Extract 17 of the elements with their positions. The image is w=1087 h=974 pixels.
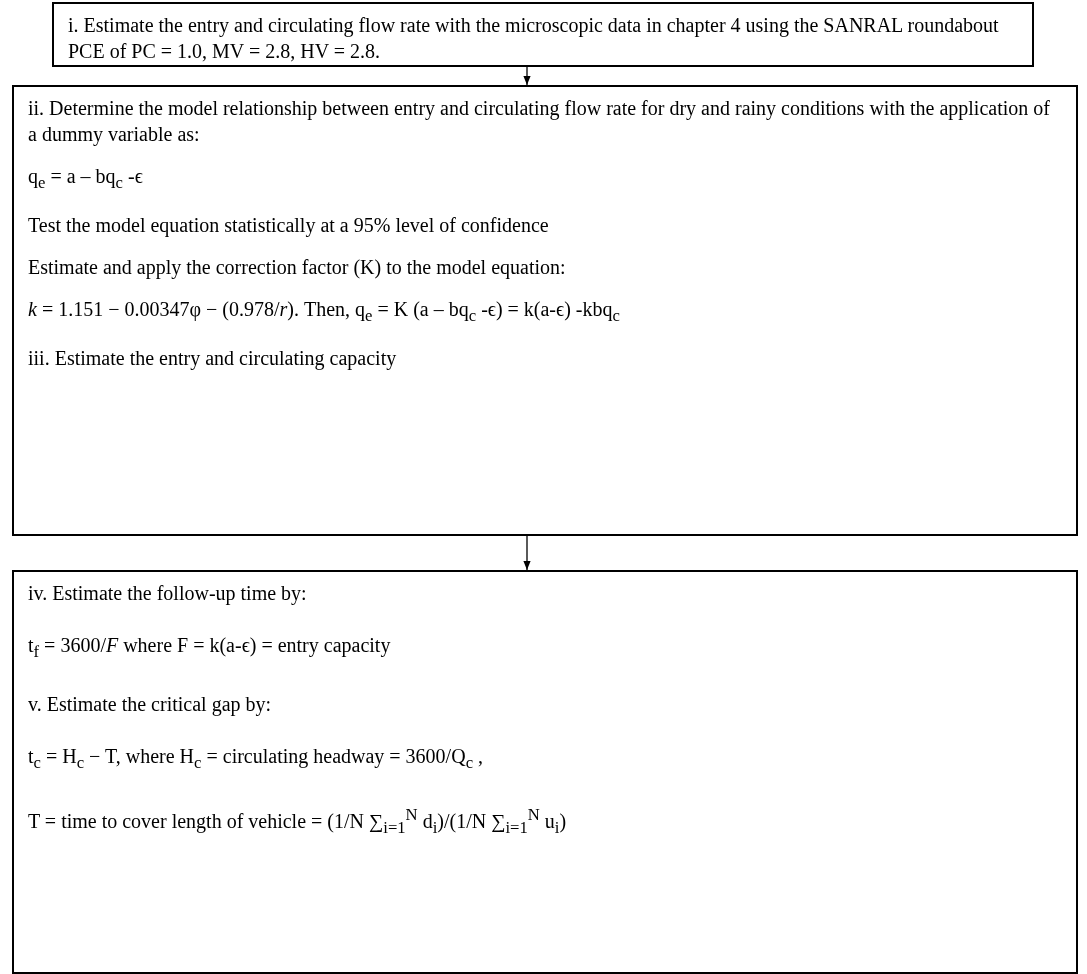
step-text: ii. Determine the model relationship between entry and circulating flow rate for dry and rainy conditions with the application of a dummy variable as: [28, 96, 1051, 147]
step-text: iii. Estimate the entry and circulating capacity [28, 346, 398, 371]
arrow [523, 66, 531, 86]
step-text: t$_{c}$ = H$_{c}$ − T, where H$_{c}$ = circulating headway = 3600/Q$_{c}$ , [28, 744, 485, 774]
step-text: k = 1.151 − 0.00347φ − (0.978/r). Then, q$_{e}$ = K (a – bq$_{c}$ -ϵ) = k(a-ϵ) -kbq$_{c}$ [28, 297, 621, 327]
step-text: t$_{f}$ = 3600/F where F = k(a-ϵ) = entry capacity [28, 633, 392, 663]
step-text: Test the model equation statistically at a 95% level of confidence [28, 213, 550, 238]
process-box [12, 570, 1078, 974]
step-text: v. Estimate the critical gap by: [28, 692, 273, 717]
process-box [52, 2, 1034, 67]
step-text: T = time to cover length of vehicle = (1/N ∑$_{i=1}$$^{N}$ d$_{i}$)/(1/N ∑$_{i=1}$$^{N}$ u$_{i}$) [28, 804, 568, 839]
step-text: i. Estimate the entry and circulating flow rate with the microscopic data in chapter 4 using the SANRAL roundabout PCE of PC = 1.0, MV = 2.8, HV = 2.8. [68, 13, 1000, 64]
step-text: q$_{e}$ = a – bq$_{c}$ -ϵ [28, 164, 144, 194]
step-text: Estimate and apply the correction factor (K) to the model equation: [28, 255, 567, 280]
arrow [523, 535, 531, 571]
step-text: iv. Estimate the follow-up time by: [28, 581, 308, 606]
process-box [12, 85, 1078, 536]
